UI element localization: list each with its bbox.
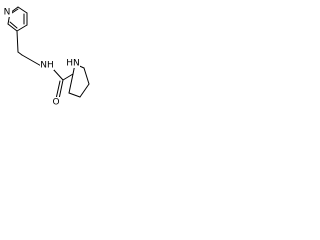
chemical-structure-diagram: N NH HN O <box>2 6 90 108</box>
bond-ch2-to-nh <box>21 54 44 68</box>
piperidine-bond-c5-c4 <box>79 83 90 98</box>
pyridine-bond-c5-c6 <box>17 6 28 14</box>
pyridine-bond-c2-c3 <box>7 23 18 32</box>
bond-nh-to-carbonyl-c <box>52 68 64 81</box>
bond-carbonyl-c-to-o-2 <box>55 80 61 100</box>
piperidine-bond-c3-c2 <box>68 73 74 94</box>
linker-and-amide <box>16 30 74 100</box>
bond-carbonyl-c-to-ring <box>62 73 74 81</box>
pyridine-ring <box>7 6 28 32</box>
pyridine-nitrogen-label: N <box>4 8 11 18</box>
bond-carbonyl-c-to-o-1 <box>58 79 64 100</box>
piperidine-ring <box>68 63 90 98</box>
piperidine-bond-c6-c5 <box>83 67 90 85</box>
piperidine-hn-label: HN <box>66 59 80 69</box>
pyridine-bond-c3-c4 <box>16 24 28 32</box>
piperidine-bond-c4-c3 <box>68 92 81 98</box>
bond-ch2-down <box>17 51 23 56</box>
pyridine-double-bond-1 <box>9 21 18 29</box>
bond-pyridine-to-ch2 <box>16 30 19 53</box>
amide-nh-label: NH <box>40 61 54 71</box>
carbonyl-oxygen-label: O <box>52 98 59 108</box>
structure-canvas: N NH HN O <box>0 0 91 136</box>
pyridine-double-bond-3 <box>11 8 19 14</box>
